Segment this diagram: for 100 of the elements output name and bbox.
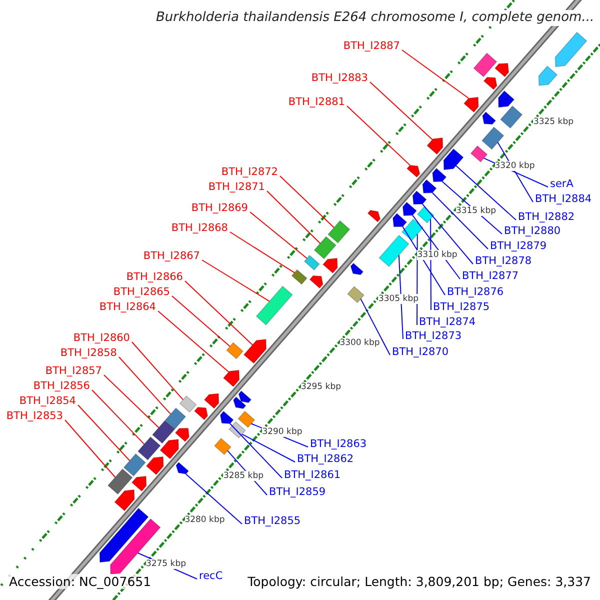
leader-line [456, 165, 516, 220]
leader-line [172, 296, 230, 347]
gene-label: serA [550, 178, 574, 190]
leader-line [158, 310, 230, 372]
gene-box [314, 236, 336, 260]
gene-box [228, 421, 246, 438]
gene-label: recC [199, 570, 223, 582]
leader-line [412, 214, 460, 280]
gene-pentagon [367, 210, 381, 222]
leader-line [132, 342, 184, 400]
gene-box [179, 396, 197, 413]
gene-label: BTH_I2860 [73, 332, 130, 344]
gene-box [500, 106, 523, 129]
gene-label: BTH_I2870 [392, 346, 449, 358]
scale-label: 3295 kbp [300, 382, 342, 392]
scale-label: 3280 kbp [184, 515, 225, 526]
gene-label: BTH_I2869 [191, 202, 248, 214]
gene-label: BTH_I2880 [504, 225, 561, 237]
gene-label: BTH_I2876 [447, 286, 504, 298]
gene-box [328, 220, 350, 244]
gene-box [214, 438, 232, 455]
leader-line [402, 226, 446, 296]
gene-pentagon [350, 262, 364, 276]
gene-label: BTH_I2853 [6, 410, 63, 422]
gene-label: BTH_I2882 [518, 211, 575, 223]
leader-line [398, 254, 404, 340]
gene-pentagon [223, 370, 240, 388]
leader-line [266, 190, 321, 244]
gene-pentagon [538, 66, 558, 86]
gene-pentagon [146, 456, 164, 476]
gene-pentagon [233, 396, 246, 409]
leader-line [230, 232, 295, 274]
scale-label: 3275 kbp [146, 559, 186, 570]
gene-pentagon [426, 138, 444, 155]
leader-line [422, 204, 474, 264]
gene-pentagon [498, 90, 515, 108]
leader-line [430, 218, 432, 310]
gene-box [473, 52, 498, 78]
gene-label: BTH_I2867 [143, 250, 200, 262]
gene-label: BTH_I2865 [113, 286, 170, 298]
leader-line [184, 280, 253, 346]
genome-stats-text: Topology: circular; Length: 3,809,201 bp; Genes: 3,337 [246, 574, 593, 589]
gene-label: BTH_I2866 [126, 271, 183, 283]
leader-line [370, 82, 433, 140]
gene-label: BTH_I2863 [310, 438, 367, 450]
gene-label: BTH_I2872 [221, 166, 278, 178]
gene-pentagon [432, 168, 447, 182]
scale-label: 3310 kbp [417, 250, 458, 260]
gene-pentagon [412, 190, 427, 205]
gene-box [226, 342, 244, 360]
scale-label: 3285 kbp [223, 470, 264, 481]
gene-pentagon [220, 410, 234, 424]
gene-label: BTH_I2871 [208, 181, 265, 193]
gene-box [347, 286, 364, 304]
gene-pentagon [174, 428, 190, 442]
gene-label: BTH_I2862 [297, 453, 354, 465]
gene-box [238, 410, 256, 428]
gene-pentagon [160, 439, 179, 460]
gene-pentagon [204, 393, 220, 409]
leader-line [402, 50, 470, 99]
gene-label: BTH_I2887 [343, 40, 400, 52]
gene-label: BTH_I2868 [171, 222, 228, 234]
scale-label: 3315 kbp [456, 206, 496, 216]
gene-label: BTH_I2857 [45, 365, 102, 377]
gene-label: BTH_I2874 [419, 316, 476, 328]
gene-pentagon [443, 148, 464, 170]
map-title: Burkholderia thailandensis E264 chromosome I, complete genom... [156, 10, 594, 26]
gene-pentagon [494, 63, 510, 78]
leader-line [118, 356, 172, 415]
leader-line [92, 390, 145, 445]
gene-box [108, 468, 133, 495]
leader-line [280, 176, 335, 228]
gene-pentagon [406, 164, 420, 178]
leader-line [64, 420, 116, 478]
gene-label: BTH_I2884 [535, 193, 592, 205]
gene-label: BTH_I2855 [244, 515, 301, 527]
leader-line [202, 260, 270, 302]
scale-label: 3320 kbp [494, 161, 535, 172]
scale-label: 3325 kbp [533, 117, 574, 128]
scale-label: 3300 kbp [340, 338, 380, 348]
gene-pentagon [554, 32, 588, 68]
gene-label: BTH_I2875 [433, 301, 490, 313]
gene-pentagon [422, 179, 437, 194]
gene-pentagon [322, 258, 338, 274]
gene-box [291, 269, 308, 285]
gene-label: BTH_I2856 [33, 380, 90, 392]
gene-pentagon [392, 213, 408, 228]
gene-box [304, 254, 320, 270]
gene-label: BTH_I2883 [311, 72, 368, 84]
gene-label: BTH_I2878 [475, 255, 532, 267]
gene-box [417, 206, 434, 224]
leader-line [230, 423, 282, 478]
gene-pentagon [176, 462, 189, 474]
leader-line [78, 404, 130, 462]
gene-label: BTH_I2859 [269, 486, 326, 498]
gene-label: BTH_I2858 [60, 347, 117, 359]
gene-pentagon [131, 476, 147, 492]
scale-label: 3290 kbp [262, 426, 302, 437]
leader-line [250, 212, 308, 259]
gene-pentagon [402, 202, 417, 216]
